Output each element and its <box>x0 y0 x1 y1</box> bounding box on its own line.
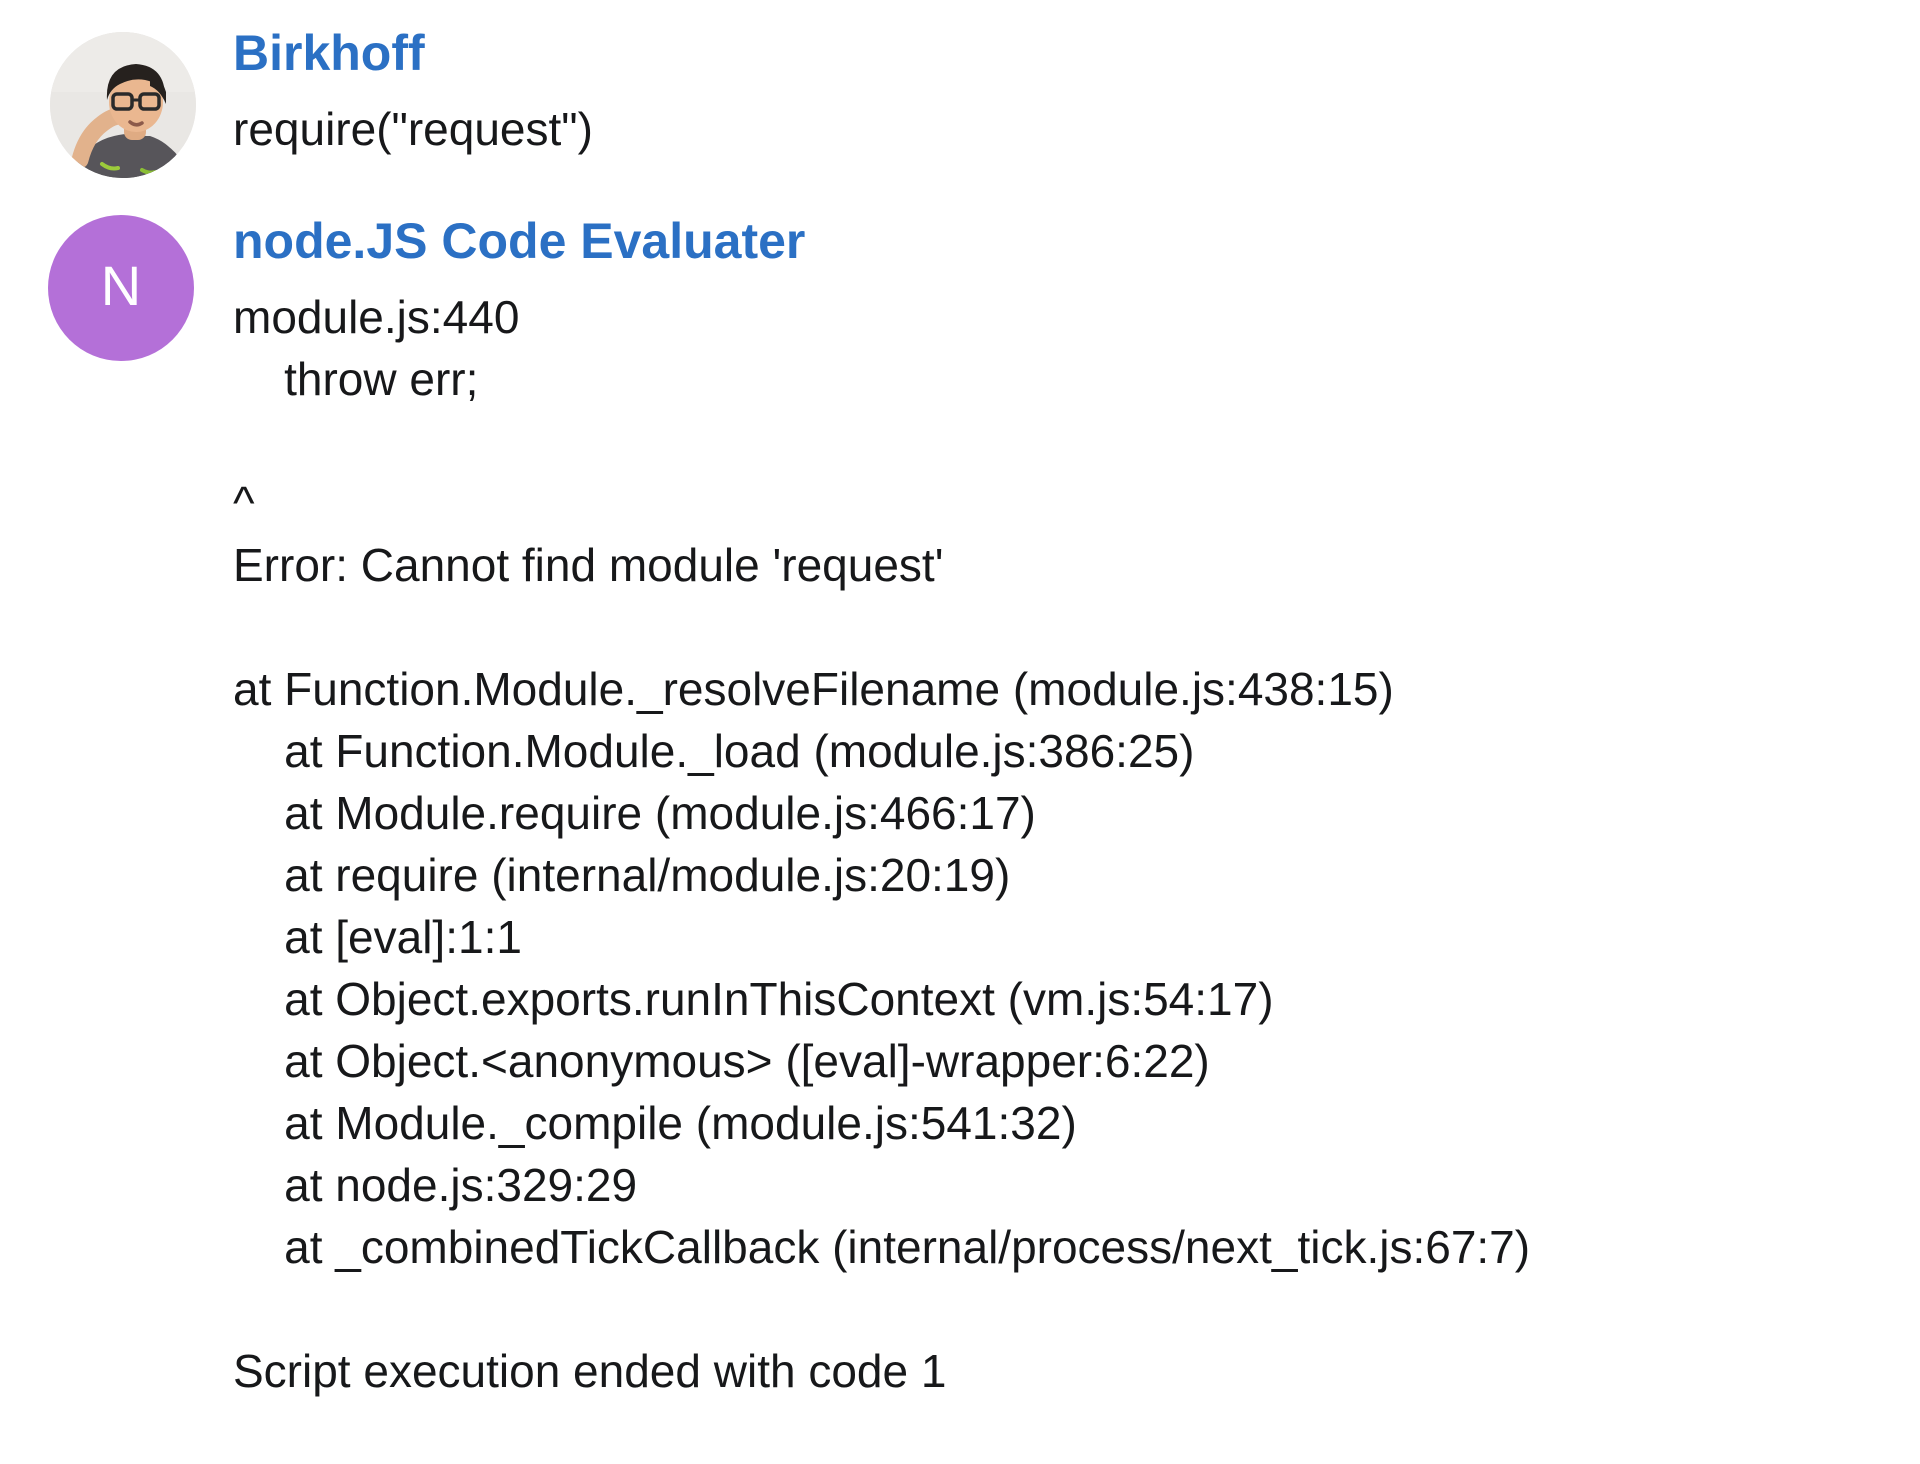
console-output-text: module.js:440 throw err; ^ Error: Cannot… <box>233 291 1531 1397</box>
message-body: node.JS Code Evaluater module.js:440 thr… <box>233 212 1893 1402</box>
birkhoff-avatar[interactable] <box>50 32 196 178</box>
sender-name[interactable]: node.JS Code Evaluater <box>233 213 806 269</box>
person-photo-icon <box>50 32 196 178</box>
evaluater-avatar[interactable]: N <box>48 215 194 361</box>
sender-name[interactable]: Birkhoff <box>233 25 425 81</box>
message-body: Birkhoff require("request") <box>233 24 1893 160</box>
message-text: require("request") <box>233 103 593 155</box>
avatar-initial: N <box>100 254 142 317</box>
